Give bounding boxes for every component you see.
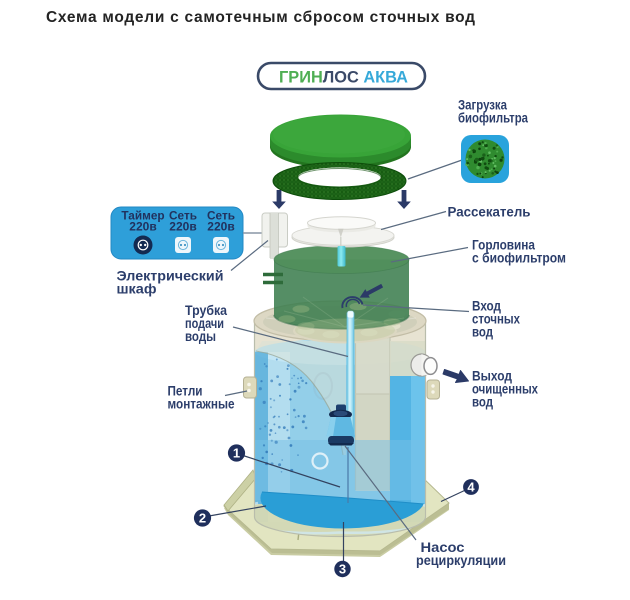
svg-text:220в: 220в bbox=[169, 220, 196, 234]
svg-text:монтажные: монтажные bbox=[168, 397, 235, 412]
svg-text:рециркуляции: рециркуляции bbox=[416, 553, 506, 568]
svg-text:сточных: сточных bbox=[472, 312, 520, 327]
svg-text:вод: вод bbox=[472, 325, 493, 340]
svg-text:Выход: Выход bbox=[472, 369, 512, 384]
svg-text:Трубка: Трубка bbox=[185, 303, 227, 318]
svg-text:воды: воды bbox=[185, 329, 216, 344]
svg-text:очищенных: очищенных bbox=[472, 382, 538, 397]
svg-text:ГРИНЛОС АКВА: ГРИНЛОС АКВА bbox=[279, 69, 408, 87]
svg-text:Сеть: Сеть bbox=[207, 209, 235, 223]
svg-text:2: 2 bbox=[199, 511, 206, 526]
svg-text:4: 4 bbox=[467, 480, 475, 495]
svg-text:Горловина: Горловина bbox=[472, 238, 535, 253]
svg-text:Вход: Вход bbox=[472, 299, 501, 314]
svg-text:Схема модели с самотечным сбро: Схема модели с самотечным сбросом сточны… bbox=[46, 9, 475, 26]
svg-text:Насос: Насос bbox=[421, 540, 466, 555]
svg-text:Таймер: Таймер bbox=[121, 209, 164, 223]
svg-text:Загрузка: Загрузка bbox=[458, 98, 507, 113]
svg-text:шкаф: шкаф bbox=[117, 281, 157, 297]
svg-text:вод: вод bbox=[472, 395, 493, 410]
svg-text:биофильтра: биофильтра bbox=[458, 111, 528, 126]
svg-text:Петли: Петли bbox=[168, 384, 203, 399]
svg-text:3: 3 bbox=[339, 562, 346, 577]
svg-text:Электрический: Электрический bbox=[117, 268, 224, 284]
svg-text:Сеть: Сеть bbox=[169, 209, 197, 223]
svg-text:подачи: подачи bbox=[185, 316, 224, 331]
svg-text:с биофильтром: с биофильтром bbox=[472, 251, 566, 266]
svg-text:220в: 220в bbox=[207, 220, 234, 234]
svg-text:220в: 220в bbox=[129, 220, 156, 234]
svg-text:1: 1 bbox=[233, 446, 240, 461]
svg-text:Рассекатель: Рассекатель bbox=[448, 205, 531, 220]
